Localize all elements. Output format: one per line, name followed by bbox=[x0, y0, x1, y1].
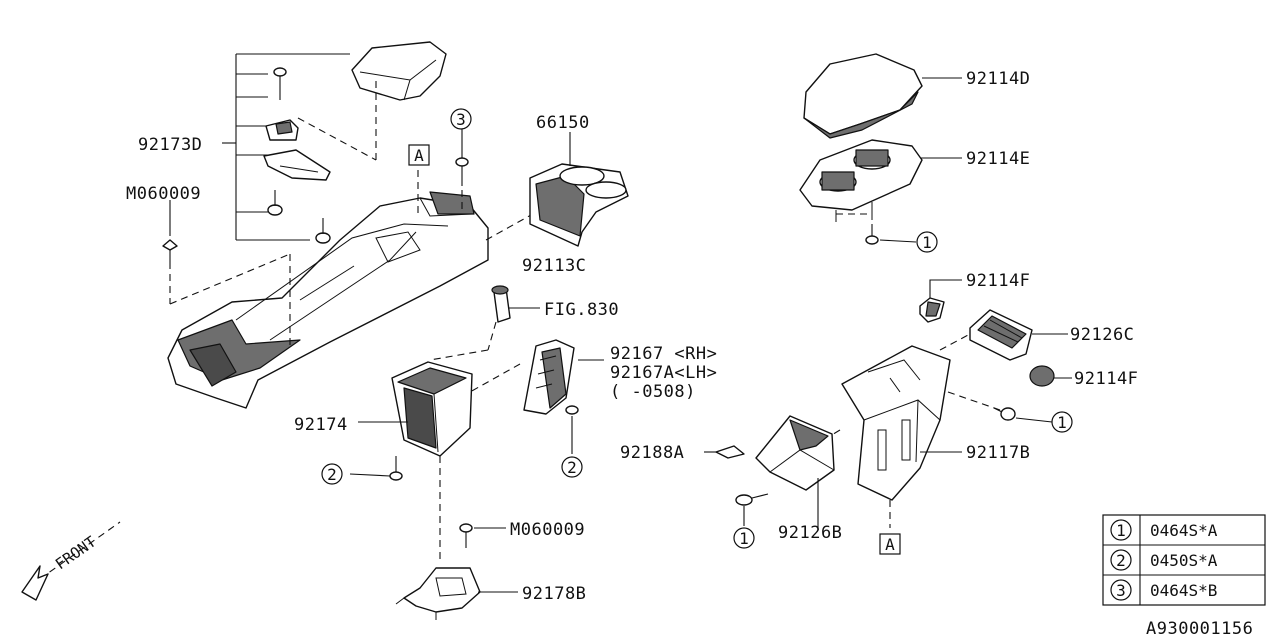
callout-circle-2-left bbox=[321, 463, 343, 485]
clip-92188A bbox=[704, 445, 745, 459]
cup-holder-66150 bbox=[529, 132, 629, 247]
plug-92114F-top bbox=[919, 279, 962, 323]
label-92126B: 92126B bbox=[778, 523, 842, 543]
socket-fig830 bbox=[429, 285, 540, 361]
callout-circle-1-92117B bbox=[1051, 411, 1073, 433]
callout-circle-1-92114E bbox=[916, 231, 938, 253]
label-92114D: 92114D bbox=[966, 69, 1030, 89]
screw-92126B-bottom bbox=[735, 493, 769, 526]
front-direction-arrow bbox=[21, 521, 121, 601]
label-92167A-date: ( -0508) bbox=[610, 382, 696, 402]
label-m060009-bottom: M060009 bbox=[510, 520, 585, 540]
callout-1-bottom: 1 bbox=[739, 529, 749, 548]
ref-a-right: A bbox=[885, 535, 895, 554]
console-frame-92117B bbox=[829, 333, 1001, 528]
diagram-id: A930001156 bbox=[1146, 619, 1253, 639]
screw-callout-3 bbox=[455, 128, 469, 186]
legend-code-2: 0450S*A bbox=[1150, 551, 1218, 570]
legend-code-1: 0464S*A bbox=[1150, 521, 1218, 540]
callout-3-top: 3 bbox=[456, 110, 466, 129]
legend-num-3: 3 bbox=[1116, 581, 1126, 600]
label-fig830: FIG.830 bbox=[544, 300, 619, 320]
fastener-legend: 1 0464S*A 2 0450S*A 3 0464S*B bbox=[1102, 514, 1266, 606]
label-92173D: 92173D bbox=[138, 135, 202, 155]
screw-m060009-bottom bbox=[459, 523, 506, 548]
ref-a-left: A bbox=[414, 146, 424, 165]
armrest-base-92114E bbox=[799, 139, 962, 245]
label-92167A: 92167A<LH> bbox=[610, 363, 717, 383]
legend-circle-1 bbox=[1110, 519, 1132, 541]
label-92126C: 92126C bbox=[1070, 325, 1134, 345]
bracket-92178B bbox=[395, 567, 518, 620]
label-92178B: 92178B bbox=[522, 584, 586, 604]
callout-1-92117B: 1 bbox=[1057, 413, 1067, 432]
label-front: FRONT bbox=[52, 533, 99, 574]
console-pocket-92174 bbox=[349, 361, 473, 560]
label-92114F-top: 92114F bbox=[966, 271, 1030, 291]
armrest-bracket-group bbox=[222, 41, 447, 244]
label-66150: 66150 bbox=[536, 113, 590, 133]
label-92167: 92167 <RH> bbox=[610, 344, 717, 364]
label-m060009-top: M060009 bbox=[126, 184, 201, 204]
label-92114E: 92114E bbox=[966, 149, 1030, 169]
console-side-panel-92167 bbox=[469, 339, 604, 454]
callout-circle-1-bottom bbox=[733, 527, 755, 549]
label-92113C: 92113C bbox=[522, 256, 586, 276]
callout-2-left: 2 bbox=[327, 465, 337, 484]
bracket-92126B bbox=[755, 415, 835, 528]
label-92114F-bottom: 92114F bbox=[1074, 369, 1138, 389]
screw-m060009-top bbox=[162, 200, 178, 262]
label-92117B: 92117B bbox=[966, 443, 1030, 463]
plug-92114F-bottom bbox=[1029, 365, 1072, 387]
callout-circle-3 bbox=[450, 108, 472, 130]
center-console-body bbox=[167, 191, 489, 409]
label-92188A: 92188A bbox=[620, 443, 684, 463]
screw-92117B-side bbox=[993, 407, 1053, 423]
callout-2-right: 2 bbox=[567, 458, 577, 477]
legend-circle-2 bbox=[1110, 549, 1132, 571]
callout-1-92114E: 1 bbox=[922, 233, 932, 252]
ref-box-a-left bbox=[408, 144, 430, 166]
legend-num-1: 1 bbox=[1116, 521, 1126, 540]
bracket-92126C bbox=[969, 309, 1068, 361]
armrest-lid-92114D bbox=[803, 53, 962, 139]
legend-num-2: 2 bbox=[1116, 551, 1126, 570]
legend-code-3: 0464S*B bbox=[1150, 581, 1217, 600]
ref-box-a-right bbox=[879, 533, 901, 555]
callout-circle-2-right bbox=[561, 456, 583, 478]
label-92174: 92174 bbox=[294, 415, 348, 435]
legend-circle-3 bbox=[1110, 579, 1132, 601]
